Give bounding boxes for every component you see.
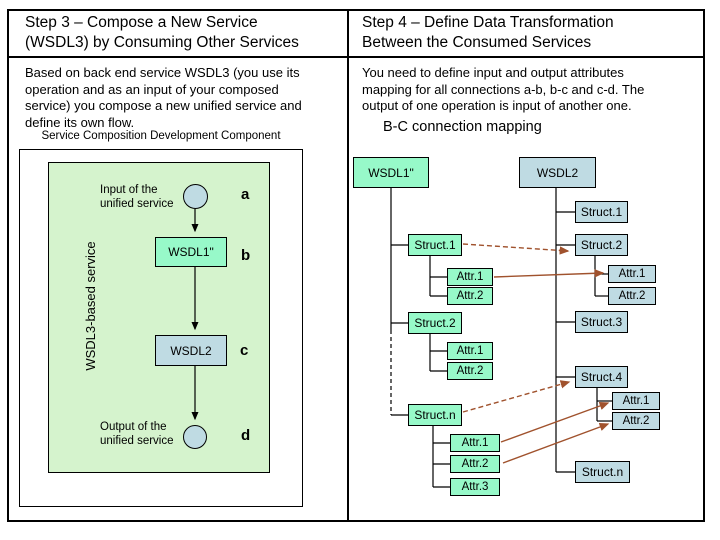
connection-marker-d: d [241,427,251,444]
right-struct4-attr1: Attr.1 [612,392,660,410]
step3-title: Step 3 – Compose a New Service (WSDL3) b… [25,14,299,51]
slide-frame [7,9,705,522]
tree-root-wsdl2: WSDL2 [519,157,596,188]
left-struct1-attr1: Attr.1 [447,268,493,286]
output-node-circle [183,425,207,449]
left-structn-attr3: Attr.3 [450,478,500,496]
right-struct-n: Struct.n [575,461,630,483]
left-struct1-attr2: Attr.2 [447,287,493,305]
composition-component-caption: Service Composition Development Componen… [41,130,281,142]
right-struct-4: Struct.4 [575,366,628,388]
right-struct4-attr2: Attr.2 [612,412,660,430]
connection-marker-a: a [241,186,250,203]
wsdl3-service-box [48,162,270,473]
bc-mapping-caption: B-C connection mapping [383,119,542,135]
right-struct2-attr1: Attr.1 [608,265,656,283]
left-struct2-attr1: Attr.1 [447,342,493,360]
left-struct-n: Struct.n [408,404,462,426]
title-divider-horizontal [7,56,705,58]
input-node-circle [183,184,208,209]
step4-title: Step 4 – Define Data Transformation Betw… [362,14,614,51]
step3-body: Based on back end service WSDL3 (you use… [25,65,302,130]
left-structn-attr2: Attr.2 [450,455,500,473]
right-struct-2: Struct.2 [575,234,628,256]
left-structn-attr1: Attr.1 [450,434,500,452]
flow-node-wsdl2: WSDL2 [155,335,227,366]
input-label: Input of the unified service [100,184,174,210]
tree-root-wsdl1: WSDL1" [353,157,429,188]
left-struct-1: Struct.1 [408,234,462,256]
right-struct-1: Struct.1 [575,201,628,223]
flow-node-wsdl1: WSDL1" [155,237,227,267]
right-struct-3: Struct.3 [575,311,628,333]
connection-marker-b: b [241,247,251,264]
right-struct2-attr2: Attr.2 [608,287,656,305]
wsdl3-side-label: WSDL3-based service [83,241,98,371]
output-label: Output of the unified service [100,421,174,447]
connection-marker-c: c [240,342,249,359]
left-struct2-attr2: Attr.2 [447,362,493,380]
left-struct-2: Struct.2 [408,312,462,334]
panel-divider-vertical [347,9,349,522]
step4-body: You need to define input and output attr… [362,65,645,113]
